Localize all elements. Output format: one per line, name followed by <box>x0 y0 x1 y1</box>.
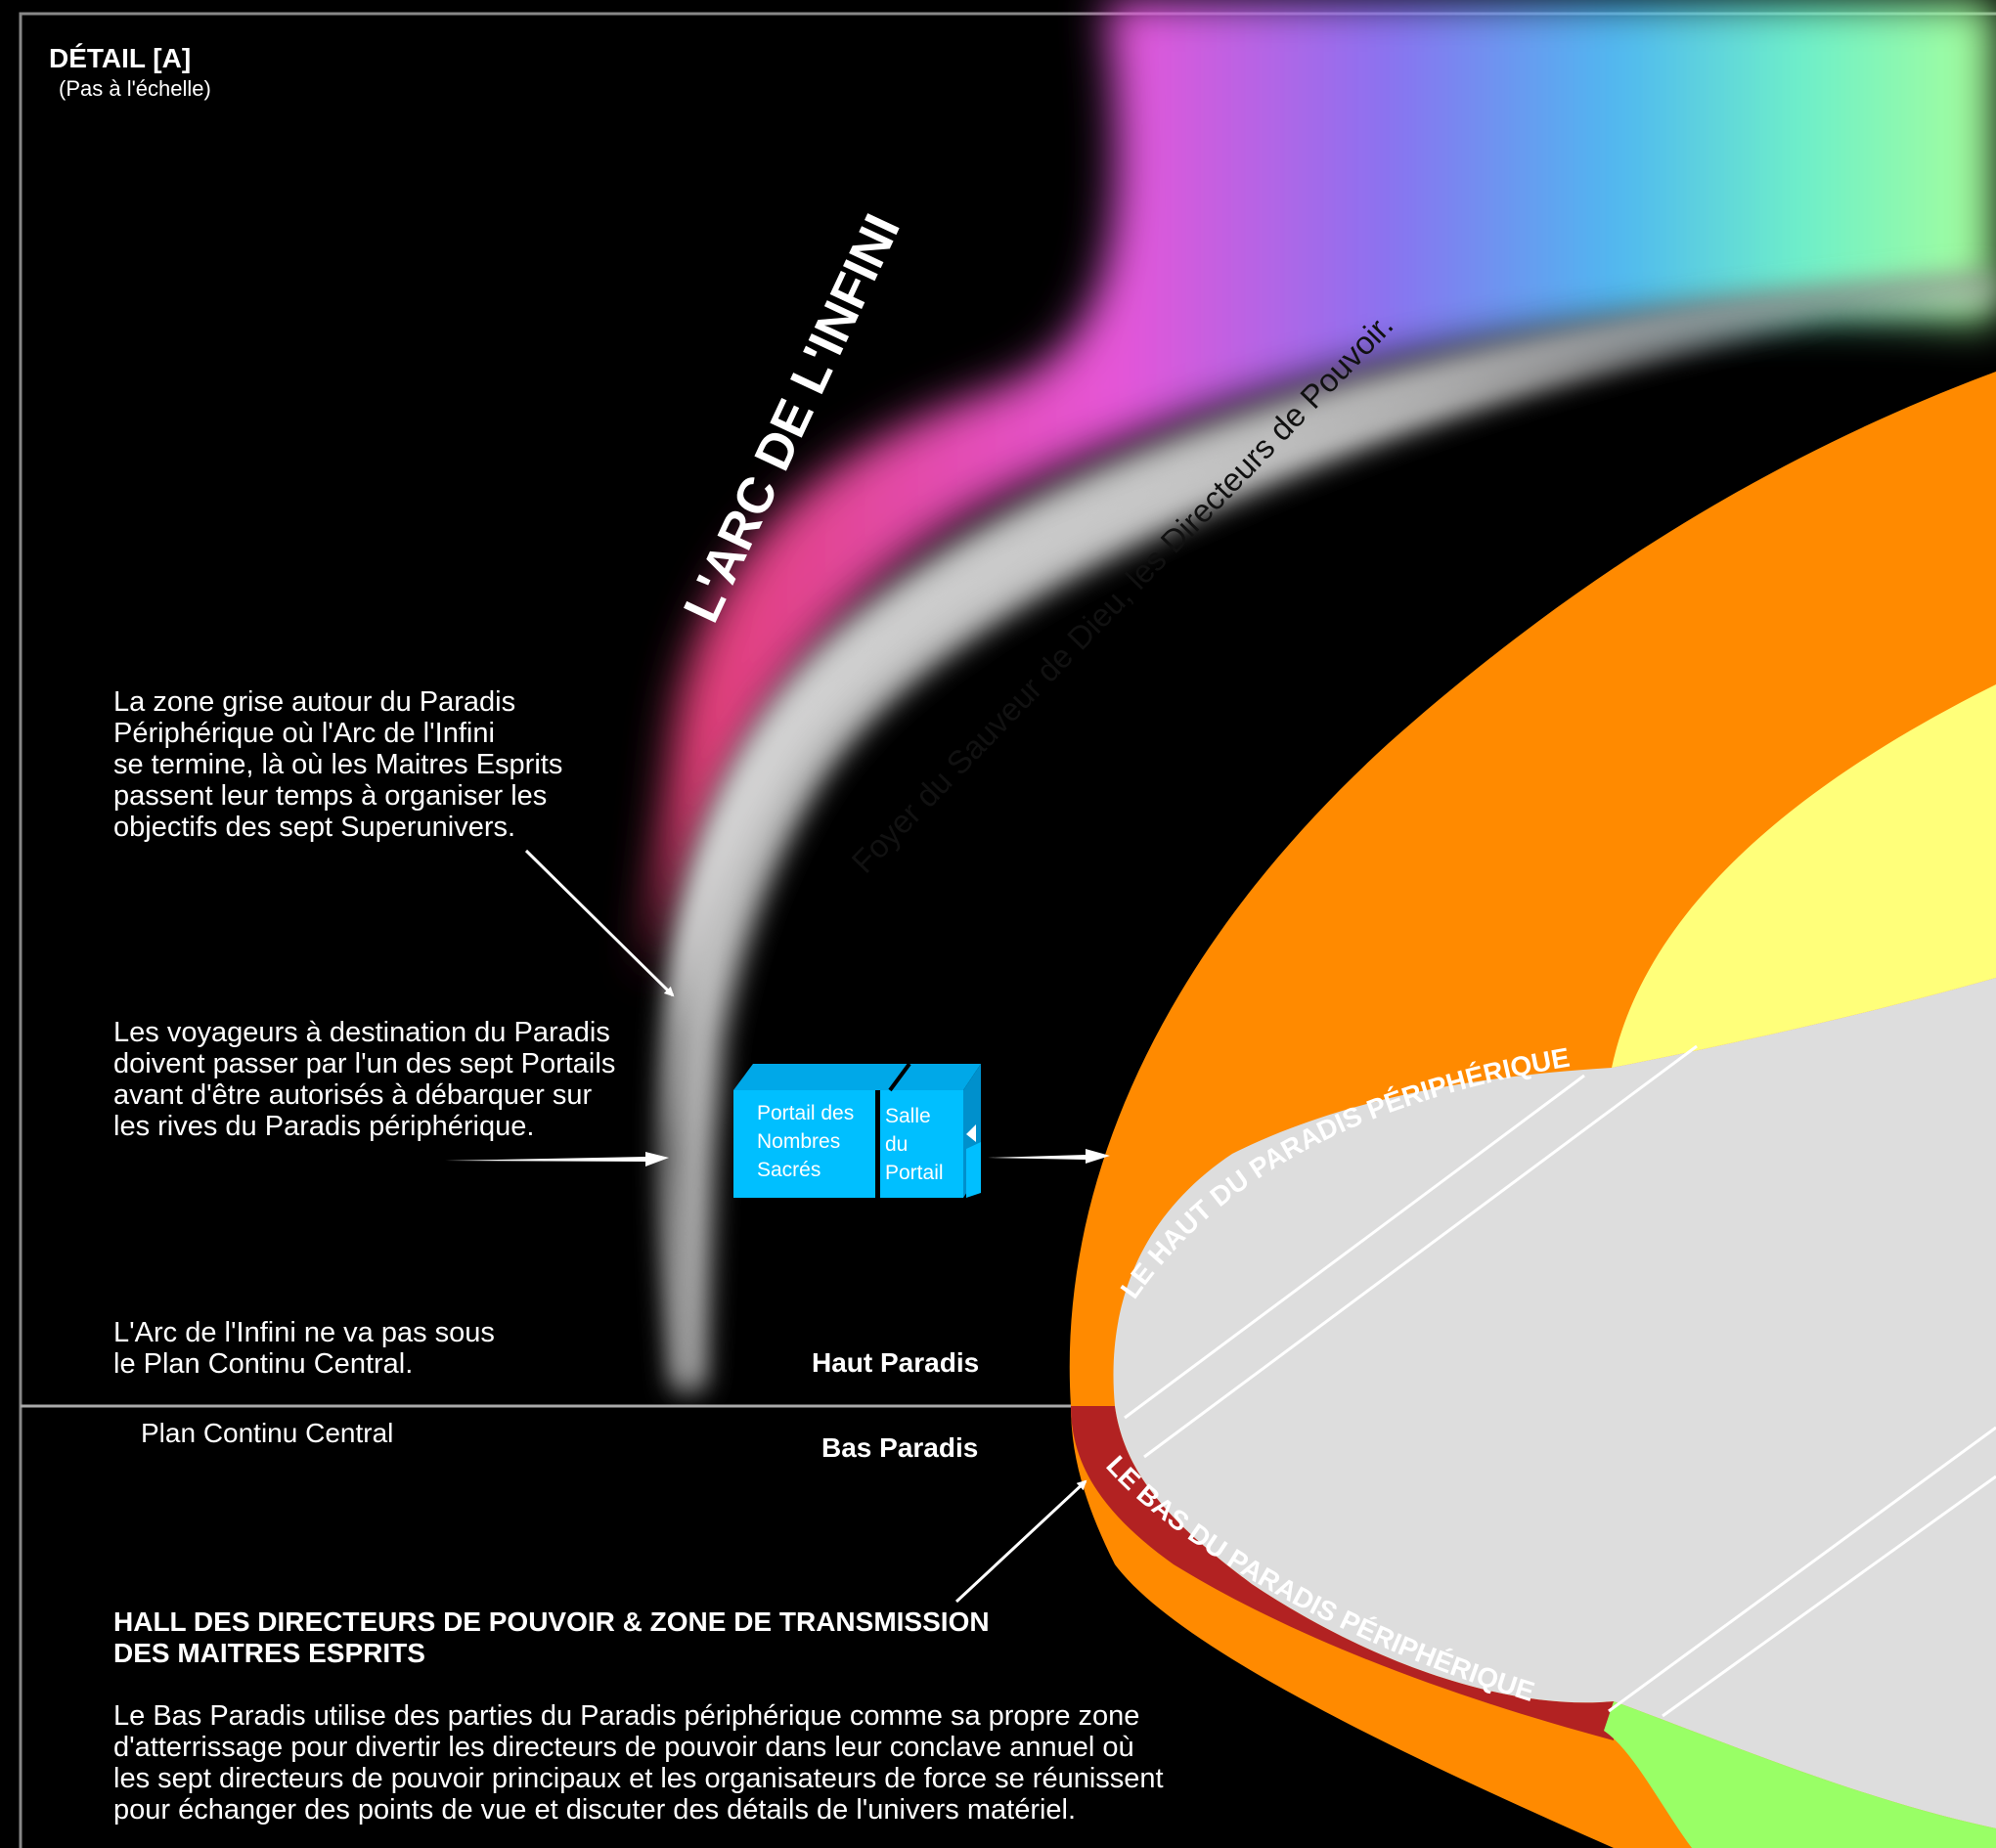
detail-subtitle: (Pas à l'échelle) <box>59 76 211 101</box>
yellow-inner-zone <box>1612 684 1996 1068</box>
lower-paradise-band <box>1071 1406 1614 1740</box>
portal-door-marker <box>966 1124 976 1142</box>
hall-title: HALL DES DIRECTEURS DE POUVOIR & ZONE DE… <box>113 1606 990 1668</box>
arrow-travelers <box>445 1152 669 1166</box>
central-plane-label: Plan Continu Central <box>141 1418 394 1448</box>
arc-limit-annotation: L'Arc de l'Infini ne va pas sous le Plan… <box>113 1317 495 1380</box>
travelers-annotation: Les voyageurs à destination du Paradis d… <box>113 1017 616 1142</box>
arc-rainbow-band <box>645 0 1996 978</box>
arrow-gray-zone <box>524 849 675 997</box>
hall-description: Le Bas Paradis utilise des parties du Pa… <box>113 1700 1164 1826</box>
portal-top-face-2 <box>890 1064 981 1090</box>
portal-hall-face <box>880 1090 963 1198</box>
arrow-hall <box>954 1479 1087 1604</box>
lower-paradise-label: Bas Paradis <box>821 1432 979 1463</box>
arrow-portal-to-paradise <box>988 1149 1110 1164</box>
portal-hall-label: Salle du Portail <box>885 1105 944 1184</box>
upper-paradise-label: Haut Paradis <box>812 1347 980 1378</box>
portal-name-label: Portail des Nombres Sacrés <box>757 1102 855 1181</box>
green-zone <box>1604 1701 1996 1848</box>
gray-core-zone <box>1113 978 1996 1828</box>
inner-lines <box>1124 1044 1996 1718</box>
arc-of-infinity <box>645 0 1996 1388</box>
frame-border <box>19 12 1996 1848</box>
arc-gray-band <box>663 274 1996 1388</box>
detail-title: DÉTAIL [A] <box>49 43 192 73</box>
portal-gate[interactable] <box>733 1062 981 1198</box>
arc-gray-core <box>676 293 1996 1388</box>
gray-zone-annotation: La zone grise autour du Paradis Périphér… <box>113 686 563 843</box>
portal-door <box>966 1142 981 1198</box>
portal-front-face <box>733 1090 877 1198</box>
portal-top-face <box>733 1064 909 1090</box>
